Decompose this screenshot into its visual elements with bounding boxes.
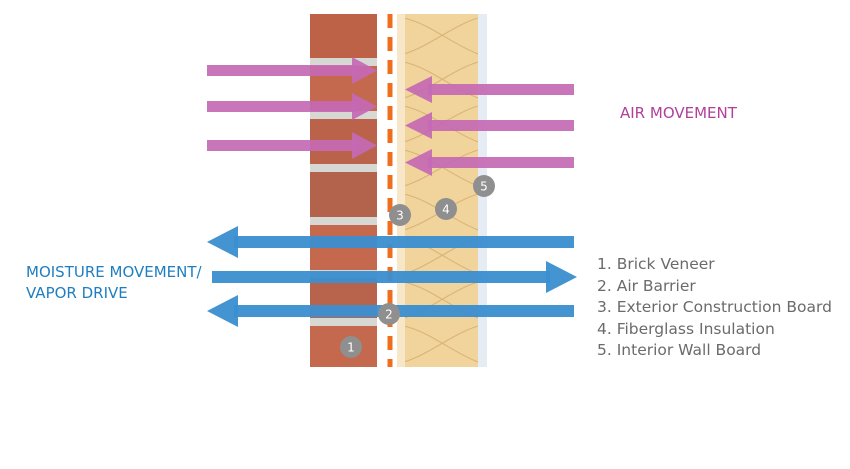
badge-4: 4 xyxy=(435,198,457,220)
svg-text:1: 1 xyxy=(347,341,355,355)
badge-3: 3 xyxy=(389,204,411,226)
air-arrow-left-3 xyxy=(405,149,574,176)
badge-5: 5 xyxy=(473,175,495,197)
moisture-arrow-left-1 xyxy=(207,226,574,258)
legend-item-air-barrier: 2. Air Barrier xyxy=(597,276,696,295)
svg-text:3: 3 xyxy=(396,209,404,223)
moisture-arrow-right xyxy=(212,261,577,293)
air-arrow-right-3 xyxy=(207,132,377,159)
legend: 1. Brick Veneer 2. Air Barrier 3. Exteri… xyxy=(597,254,832,362)
legend-item-exterior-board: 3. Exterior Construction Board xyxy=(597,298,832,316)
moisture-label-line-1: MOISTURE MOVEMENT/ xyxy=(26,263,202,281)
legend-item-interior-wall-board: 5. Interior Wall Board xyxy=(597,341,762,359)
badge-1: 1 xyxy=(340,336,362,358)
air-movement-label: AIR MOVEMENT xyxy=(620,104,737,122)
svg-text:4: 4 xyxy=(442,203,450,217)
svg-text:5: 5 xyxy=(480,180,488,194)
legend-item-fiberglass-insulation: 4. Fiberglass Insulation xyxy=(597,319,775,338)
badges: 1 2 3 4 5 xyxy=(340,175,495,358)
legend-item-brick-veneer: 1. Brick Veneer xyxy=(597,255,715,273)
moisture-arrows xyxy=(207,226,577,327)
svg-text:2: 2 xyxy=(385,308,393,322)
air-arrow-left-1 xyxy=(405,76,574,103)
exterior-board xyxy=(397,14,405,367)
air-arrow-right-2 xyxy=(207,93,377,120)
air-arrow-left-2 xyxy=(405,112,574,139)
air-arrow-right-1 xyxy=(207,57,377,84)
air-movement-arrows xyxy=(207,57,574,176)
moisture-label-line-2: VAPOR DRIVE xyxy=(26,284,128,302)
badge-2: 2 xyxy=(378,303,400,325)
moisture-arrow-left-2 xyxy=(207,295,574,327)
moisture-movement-label: MOISTURE MOVEMENT/ VAPOR DRIVE xyxy=(26,262,202,304)
